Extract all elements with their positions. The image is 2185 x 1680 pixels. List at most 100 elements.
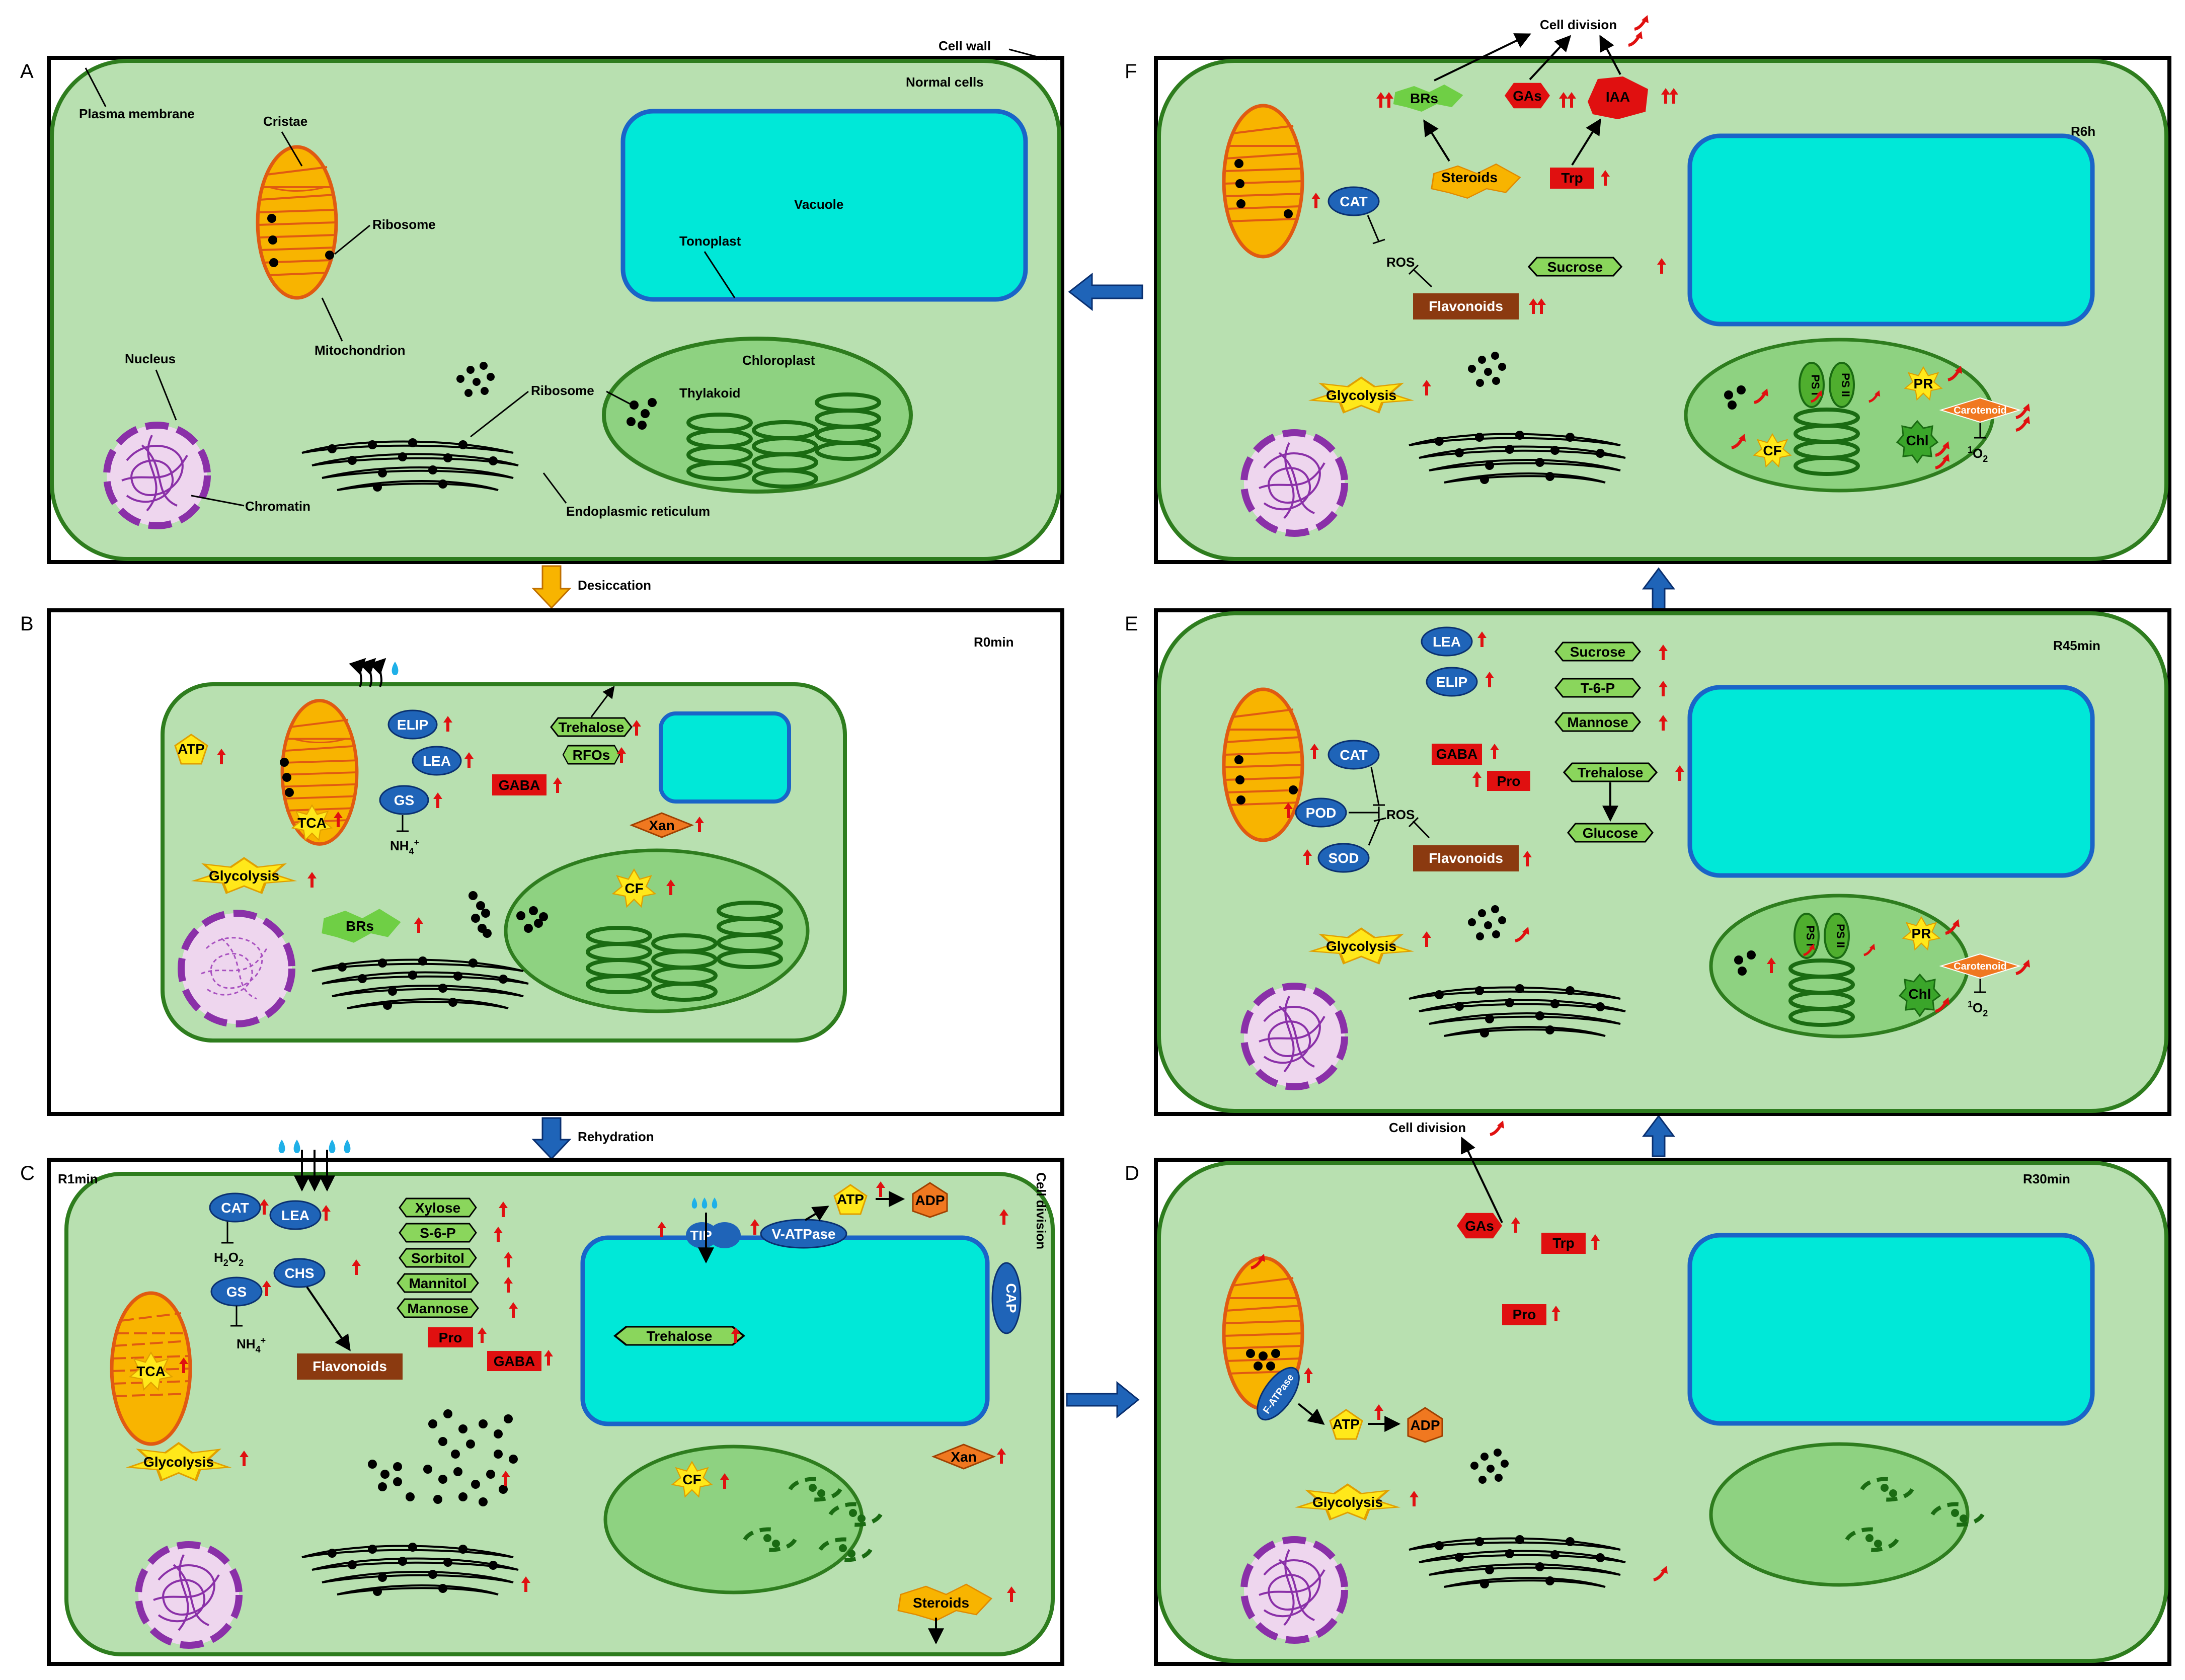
pro-label-c: Pro — [439, 1330, 462, 1345]
flavonoids-label-f: Flavonoids — [1429, 298, 1503, 314]
glycolysis-label-f: Glycolysis — [1326, 387, 1396, 403]
gas-label-d: GAs — [1465, 1218, 1494, 1234]
iaa-label-f: IAA — [1606, 89, 1630, 105]
panel-a: A Normal cells Vacuole Tonoplast Chlorop… — [20, 38, 1064, 564]
vacuole — [620, 109, 1028, 302]
nh4-label-c: NH4+ — [237, 1335, 266, 1354]
cap-label-c: CAP — [1003, 1283, 1019, 1313]
chl-label-e: Chl — [1908, 986, 1931, 1002]
gaba-label-b: GABA — [499, 777, 540, 793]
pod-label-e: POD — [1306, 805, 1337, 821]
panel-c: C R1min Trehalose TIP — [20, 1140, 1064, 1666]
panel-c-stage: R1min — [58, 1171, 98, 1186]
chl-label-f: Chl — [1906, 433, 1928, 448]
mannose-label-e: Mannose — [1567, 714, 1628, 730]
thylakoid-label: Thylakoid — [679, 385, 740, 401]
adp-label-d: ADP — [1410, 1417, 1440, 1433]
er-label: Endoplasmic reticulum — [566, 504, 710, 519]
cell-division-label-f: Cell division — [1540, 17, 1617, 32]
singlet-oxygen-label-e: 1O2 — [1968, 999, 1988, 1018]
flavonoids-label-e: Flavonoids — [1429, 850, 1503, 866]
vatpase-label-c: V-ATPase — [771, 1226, 835, 1242]
cat-label-f: CAT — [1340, 194, 1367, 209]
glucose-label-e: Glucose — [1583, 825, 1638, 841]
ribosome-label-er: Ribosome — [531, 383, 594, 398]
panel-f-letter: F — [1125, 60, 1137, 83]
gaba-label-e: GABA — [1436, 746, 1477, 762]
trehalose-label-c: Trehalose — [647, 1328, 713, 1344]
chromatin-label: Chromatin — [245, 499, 310, 514]
ros-label-e: ROS — [1386, 807, 1415, 822]
brs-label-b: BRs — [346, 918, 374, 934]
trehalose-label-b: Trehalose — [559, 719, 625, 735]
gaba-label-c: GABA — [494, 1353, 535, 1369]
gs-label-c: GS — [226, 1284, 247, 1300]
c-to-d-arrow — [1066, 1381, 1140, 1419]
cat-label-e: CAT — [1340, 747, 1367, 763]
rehydration-label: Rehydration — [578, 1129, 654, 1144]
sod-label-e: SOD — [1329, 850, 1359, 866]
tca-label-c: TCA — [136, 1364, 166, 1379]
cell-division-label-d: Cell division — [1389, 1120, 1466, 1135]
rehydration-arrow: Rehydration — [531, 1117, 654, 1160]
lea-label-c: LEA — [281, 1208, 309, 1223]
panel-a-letter: A — [20, 60, 34, 83]
gs-label-b: GS — [394, 792, 414, 808]
cell-division-label-c: Cell division — [1034, 1172, 1049, 1249]
flavonoids-label-c: Flavonoids — [313, 1358, 387, 1374]
atp-label-c: ATP — [837, 1191, 864, 1207]
steroids-label-f: Steroids — [1441, 170, 1498, 185]
panel-d: D R30min Cell division GAs Trp Pro F-ATP… — [1125, 1120, 2171, 1666]
panel-d-stage: R30min — [2023, 1171, 2070, 1186]
psii-label-f: PS II — [1839, 373, 1852, 397]
rfos-label-b: RFOs — [573, 747, 610, 763]
trp-label-d: Trp — [1552, 1235, 1575, 1251]
trp-label-f: Trp — [1561, 170, 1583, 186]
desiccation-arrow: Desiccation — [531, 565, 651, 609]
atp-label-b: ATP — [178, 741, 205, 757]
cf-label-f: CF — [1763, 443, 1781, 458]
psii-label-e: PS II — [1834, 924, 1847, 948]
tip-label-c: TIP — [690, 1228, 712, 1243]
t6p-label-e: T-6-P — [1581, 680, 1615, 696]
ribosome-label-mito: Ribosome — [372, 217, 436, 232]
trehalose-label-e: Trehalose — [1578, 765, 1644, 780]
glycolysis-label-c: Glycolysis — [143, 1454, 214, 1470]
chs-label-c: CHS — [284, 1265, 314, 1281]
d-to-e-arrow — [1642, 1114, 1675, 1157]
f-to-a-arrow — [1068, 272, 1143, 311]
gas-label-f: GAs — [1513, 88, 1542, 104]
cristae-label: Cristae — [263, 114, 307, 129]
nucleus-label: Nucleus — [125, 351, 176, 366]
desiccation-label: Desiccation — [578, 578, 651, 593]
vacuole-label: Vacuole — [794, 197, 843, 212]
plasma-membrane-label: Plasma membrane — [79, 106, 195, 121]
tca-label-b: TCA — [297, 815, 327, 831]
xylose-label-c: Xylose — [415, 1200, 460, 1216]
tonoplast-label: Tonoplast — [679, 233, 741, 249]
singlet-oxygen-label-f: 1O2 — [1968, 445, 1988, 464]
lea-label-e: LEA — [1433, 634, 1461, 650]
glycolysis-label-b: Glycolysis — [209, 868, 279, 884]
panel-b-letter: B — [20, 613, 34, 635]
pr-label-f: PR — [1914, 376, 1933, 391]
atp-label-d: ATP — [1333, 1416, 1360, 1432]
panel-e-stage: R45min — [2053, 638, 2100, 653]
ros-label-f: ROS — [1386, 255, 1415, 270]
elip-label-b: ELIP — [397, 717, 428, 733]
chloroplast-label: Chloroplast — [742, 353, 815, 368]
panel-c-letter: C — [20, 1162, 35, 1184]
elip-label-e: ELIP — [1436, 674, 1467, 690]
panel-d-letter: D — [1125, 1162, 1139, 1184]
panel-e: E R45min LEA ELIP CAT POD SOD ROS Flavon… — [1125, 608, 2171, 1116]
xan-label-c: Xan — [951, 1449, 976, 1465]
cat-label-c: CAT — [221, 1200, 249, 1216]
nh4-label-b: NH4+ — [390, 837, 419, 856]
h2o2-label-c: H2O2 — [214, 1250, 244, 1268]
panel-b-stage: R0min — [974, 634, 1013, 650]
glycolysis-label-e: Glycolysis — [1326, 938, 1396, 954]
cell-wall-label: Cell wall — [939, 38, 991, 53]
pr-label-e: PR — [1912, 926, 1931, 941]
mannose-label-c: Mannose — [407, 1301, 468, 1316]
